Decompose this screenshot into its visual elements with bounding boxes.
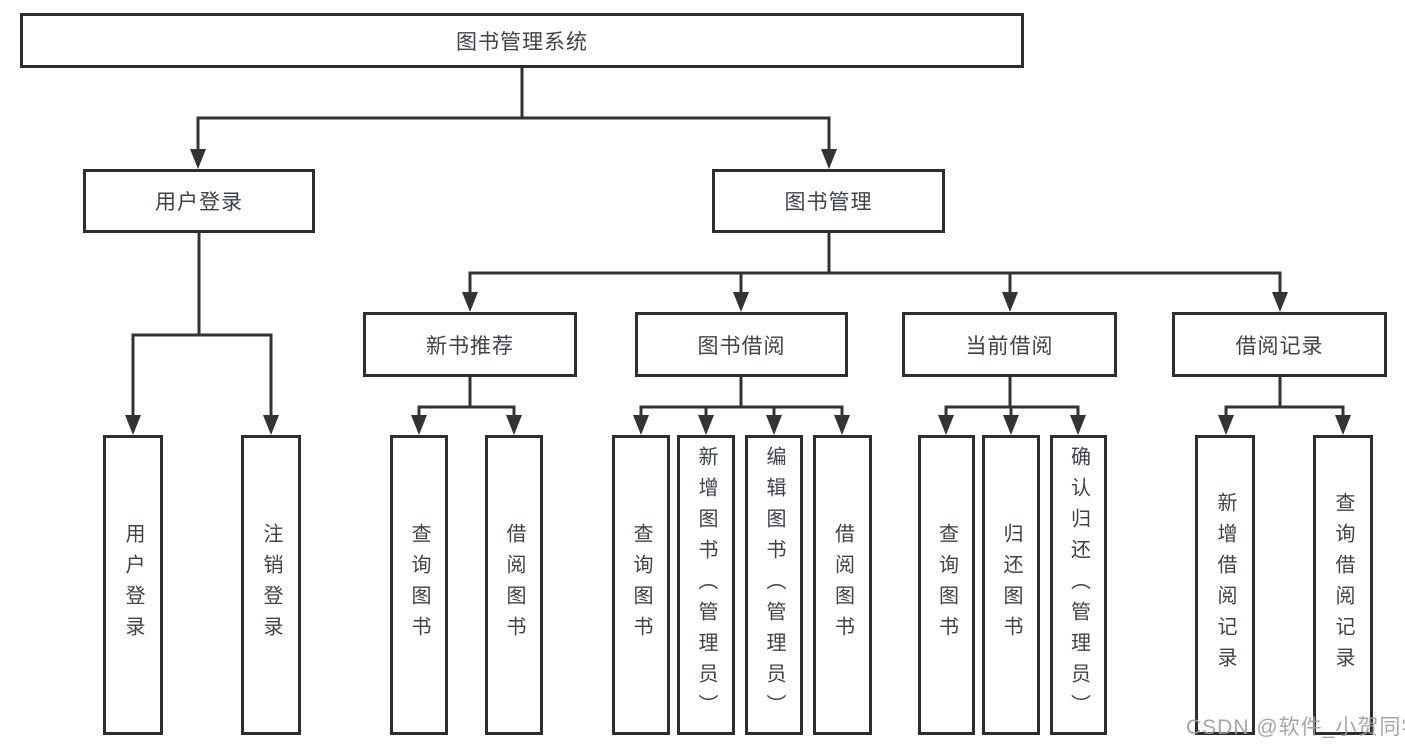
node-borrow-record-label: 借阅记录 [1235,334,1324,358]
leaf-recommend-query-books: 查询图书 [390,435,448,735]
leaf-edit-books-admin-label: 编辑图书（管理员） [763,445,785,725]
node-root: 图书管理系统 [20,13,1024,68]
node-new-book-recommend-label: 新书推荐 [426,334,514,358]
leaf-recommend-borrow-books: 借阅图书 [485,435,543,735]
leaf-recommend-borrow-books-label: 借阅图书 [503,523,525,647]
node-current-borrow: 当前借阅 [902,312,1117,377]
leaf-edit-books-admin: 编辑图书（管理员） [745,435,803,735]
leaf-add-borrow-record: 新增借阅记录 [1195,435,1255,735]
leaf-add-books-admin-label: 新增图书（管理员） [695,445,717,725]
leaf-query-borrow-record: 查询借阅记录 [1313,435,1373,735]
leaf-add-books-admin: 新增图书（管理员） [677,435,735,735]
leaf-borrow-query-books-label: 查询图书 [630,523,652,647]
leaf-add-borrow-record-label: 新增借阅记录 [1214,492,1236,678]
node-book-borrow: 图书借阅 [635,312,848,377]
leaf-recommend-query-books-label: 查询图书 [408,523,430,647]
node-user-login: 用户登录 [83,169,315,233]
node-borrow-record: 借阅记录 [1172,312,1387,377]
node-root-label: 图书管理系统 [456,30,588,54]
connector-borrow-record-to-leaves [1224,377,1345,423]
leaf-borrow-query-books: 查询图书 [612,435,670,735]
leaf-logout: 注销登录 [241,435,301,735]
node-book-borrow-label: 图书借阅 [697,334,786,358]
leaf-return-books-label: 归还图书 [1000,523,1022,647]
leaf-return-books: 归还图书 [982,435,1040,735]
leaf-borrow-books: 借阅图书 [813,435,872,735]
node-current-borrow-label: 当前借阅 [965,334,1054,358]
csdn-watermark: CSDN @软件_小贺同学 [1186,716,1405,739]
leaf-current-query-books-label: 查询图书 [935,523,958,647]
leaf-confirm-return-admin: 确认归还（管理员） [1050,435,1107,735]
arrowheads [125,149,1351,435]
leaf-current-query-books: 查询图书 [918,435,975,735]
connector-book-borrow-to-leaves [639,377,844,423]
leaf-user-login-label: 用户登录 [122,523,144,647]
leaf-borrow-books-label: 借阅图书 [831,523,854,647]
connector-new-book-recommend-to-leaves [417,377,516,423]
connector-book-management-to-level3 [468,233,1282,300]
leaf-confirm-return-admin-label: 确认归还（管理员） [1067,445,1090,725]
node-book-management-label: 图书管理 [784,191,873,214]
leaf-query-borrow-record-label: 查询借阅记录 [1332,492,1354,678]
node-book-management: 图书管理 [712,169,945,233]
node-new-book-recommend: 新书推荐 [363,312,577,377]
leaf-logout-label: 注销登录 [260,523,282,647]
node-user-login-label: 用户登录 [155,191,243,214]
connector-user-login-to-leaves [131,233,273,423]
connector-root-to-level2 [196,68,831,157]
leaf-user-login: 用户登录 [103,435,163,735]
